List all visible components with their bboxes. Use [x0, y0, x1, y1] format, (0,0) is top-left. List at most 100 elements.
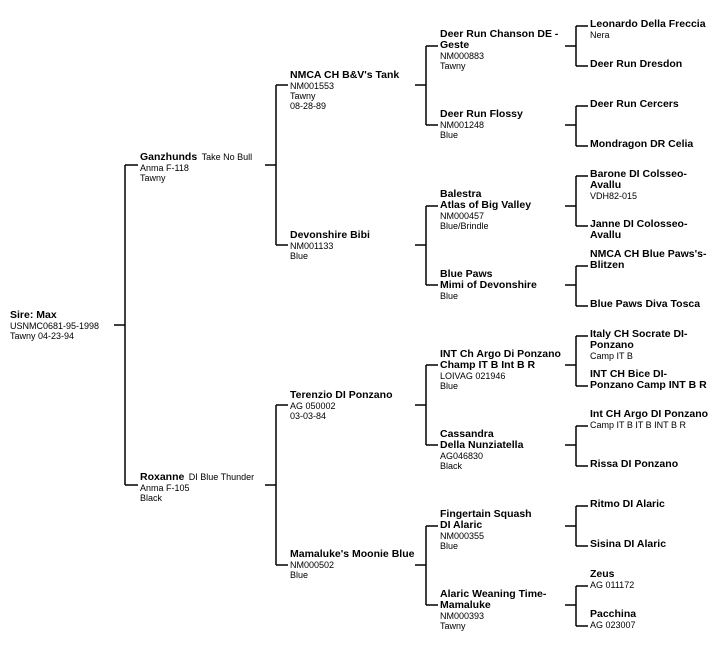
great-grandparent-node: Alaric Weaning Time- Mamaluke NM000393 T… [440, 588, 547, 632]
ancestor-detail: VDH82-015 [590, 191, 638, 201]
ggp-detail: NM000883 [440, 51, 485, 61]
ggp-name-line: DI Alaric [440, 519, 483, 531]
subject-detail: Tawny 04-23-94 [10, 331, 75, 341]
ggp-detail: Blue [440, 381, 459, 391]
subject-detail: USNMC0681-95-1998 [10, 321, 100, 331]
ancestor-detail: Camp IT B IT B INT B R [590, 420, 687, 430]
ancestor-node: NMCA CH Blue Paws's- Blitzen [590, 249, 706, 271]
grandparent-detail: 08-28-89 [290, 101, 327, 111]
ggp-detail: NM001248 [440, 120, 485, 130]
grandparent-detail: AG 050002 [290, 401, 336, 411]
ancestor-node: Ritmo DI Alaric [590, 499, 665, 510]
ggp-detail: Black [440, 461, 463, 471]
great-grandparent-node: Deer Run Flossy NM001248 Blue [440, 108, 523, 141]
ancestor-node: Janne DI Colosseo- Avallu [590, 219, 687, 241]
great-grandparent-node: Cassandra Della Nunziatella AG046830 Bla… [440, 429, 524, 472]
grandparent-node: NMCA CH B&V's Tank NM001553 Tawny 08-28-… [290, 69, 400, 112]
ggp-detail: NM000355 [440, 531, 485, 541]
ancestor-node: Deer Run Cercers [590, 99, 679, 110]
great-grandparent-node: Blue Paws Mimi of Devonshire Blue [440, 269, 537, 302]
ggp-detail: Blue [440, 130, 459, 140]
ancestor-name-line: Deer Run Cercers [590, 98, 679, 110]
ancestor-node: Zeus AG 011172 [590, 568, 635, 591]
ancestor-node: Blue Paws Diva Tosca [590, 299, 700, 310]
grandparent-name: Terenzio DI Ponzano [290, 389, 393, 401]
grandparent-name: Devonshire Bibi [290, 229, 370, 241]
ancestor-node: Int CH Argo DI Ponzano Camp IT B IT B IN… [590, 408, 709, 431]
dam-node: Roxanne DI Blue Thunder Anma F-105 Black [140, 470, 255, 504]
ancestor-name-line: Ponzano [590, 339, 634, 351]
grandparent-detail: 03-03-84 [290, 411, 327, 421]
grandparent-node: Terenzio DI Ponzano AG 050002 03-03-84 [290, 389, 393, 422]
ggp-name-line: Balestra [440, 188, 482, 200]
subject-name: Sire: Max [10, 309, 57, 321]
grandparent-name: Mamaluke's Moonie Blue [290, 548, 415, 560]
ggp-detail: Blue [440, 541, 459, 551]
ancestor-name-line: Rissa DI Ponzano [590, 458, 679, 470]
grandparent-detail: NM001133 [290, 241, 334, 251]
ancestor-name-line: Zeus [590, 568, 615, 580]
dam-detail: Black [140, 493, 163, 503]
ggp-name-line: Deer Run Chanson DE - [440, 28, 559, 40]
ancestor-name-line: INT CH Bice DI- [590, 368, 668, 380]
ggp-name-line: Deer Run Flossy [440, 108, 523, 120]
sire-node: Ganzhunds Take No Bull Anma F-118 Tawny [140, 150, 253, 184]
ancestor-name-line: Avallu [590, 179, 622, 191]
ancestor-name-line: NMCA CH Blue Paws's- [590, 248, 707, 260]
great-grandparent-node: Fingertain Squash DI Alaric NM000355 Blu… [440, 508, 532, 552]
grandparent-node: Mamaluke's Moonie Blue NM000502 Blue [290, 548, 415, 581]
sire-callname: Take No Bull [201, 152, 253, 162]
ancestor-name-line: Ponzano Camp INT B R [590, 379, 707, 391]
ancestor-node: INT CH Bice DI- Ponzano Camp INT B R [590, 369, 707, 391]
dam-name: Roxanne [140, 471, 185, 483]
grandparent-name: NMCA CH B&V's Tank [290, 69, 400, 81]
ancestor-name-line: Int CH Argo DI Ponzano [590, 408, 709, 420]
ggp-detail: Blue/Brindle [440, 221, 489, 231]
ggp-detail: AG046830 [440, 451, 484, 461]
ggp-detail: LOIVAG 021946 [440, 371, 506, 381]
sire-detail: Anma F-118 [140, 163, 189, 173]
ggp-name-line: Geste [440, 39, 470, 51]
dam-detail: Anma F-105 [140, 483, 190, 493]
ggp-name-line: Fingertain Squash [440, 508, 532, 520]
ggp-name-line: Atlas of Big Valley [440, 199, 532, 211]
ancestor-node: Leonardo Della Freccia Nera [590, 18, 706, 41]
great-grandparent-node: Balestra Atlas of Big Valley NM000457 Bl… [440, 188, 532, 232]
sire-detail: Tawny [140, 173, 166, 183]
grandparent-detail: Tawny [290, 91, 316, 101]
ancestor-node: Pacchina AG 023007 [590, 609, 636, 631]
ancestor-detail: Nera [590, 30, 610, 40]
ancestor-name-line: Avallu [590, 229, 622, 241]
ancestor-detail: Camp IT B [590, 351, 633, 361]
ancestor-node: Italy CH Socrate DI- Ponzano Camp IT B [590, 328, 688, 362]
ancestor-node: Mondragon DR Celia [590, 139, 693, 150]
ggp-name-line: Della Nunziatella [440, 439, 524, 451]
ancestor-name-line: Italy CH Socrate DI- [590, 328, 688, 340]
sire-name: Ganzhunds [140, 151, 198, 163]
great-grandparent-node: INT Ch Argo Di Ponzano Champ IT B Int B … [440, 349, 561, 392]
ggp-detail: Tawny [440, 621, 466, 631]
ancestor-name-line: Ritmo DI Alaric [590, 498, 665, 510]
ancestor-name-line: Blitzen [590, 259, 625, 271]
ggp-name-line: Alaric Weaning Time- [440, 588, 547, 600]
grandparent-detail: NM001553 [290, 81, 335, 91]
great-grandparent-node: Deer Run Chanson DE - Geste NM000883 Taw… [440, 28, 559, 72]
ancestor-name-line: Leonardo Della Freccia [590, 18, 706, 30]
ancestor-name-line: Mondragon DR Celia [590, 138, 694, 150]
dam-callname: DI Blue Thunder [188, 472, 255, 482]
ggp-detail: Blue [440, 291, 459, 301]
grandparent-detail: Blue [290, 251, 309, 261]
ggp-name-line: Mamaluke [440, 599, 491, 611]
grandparent-node: Devonshire Bibi NM001133 Blue [290, 229, 370, 262]
ancestor-detail: AG 023007 [590, 620, 636, 630]
ggp-detail: NM000393 [440, 611, 485, 621]
ggp-detail: NM000457 [440, 211, 485, 221]
ancestor-name-line: Deer Run Dresdon [590, 58, 683, 70]
ancestor-detail: AG 011172 [590, 580, 635, 590]
ancestor-name-line: Barone DI Colsseo- [590, 168, 687, 180]
ancestor-name-line: Blue Paws Diva Tosca [590, 298, 701, 310]
subject-node: Sire: Max USNMC0681-95-1998 Tawny 04-23-… [10, 309, 100, 342]
ggp-detail: Tawny [440, 61, 466, 71]
ancestor-name-line: Janne DI Colosseo- [590, 218, 688, 230]
